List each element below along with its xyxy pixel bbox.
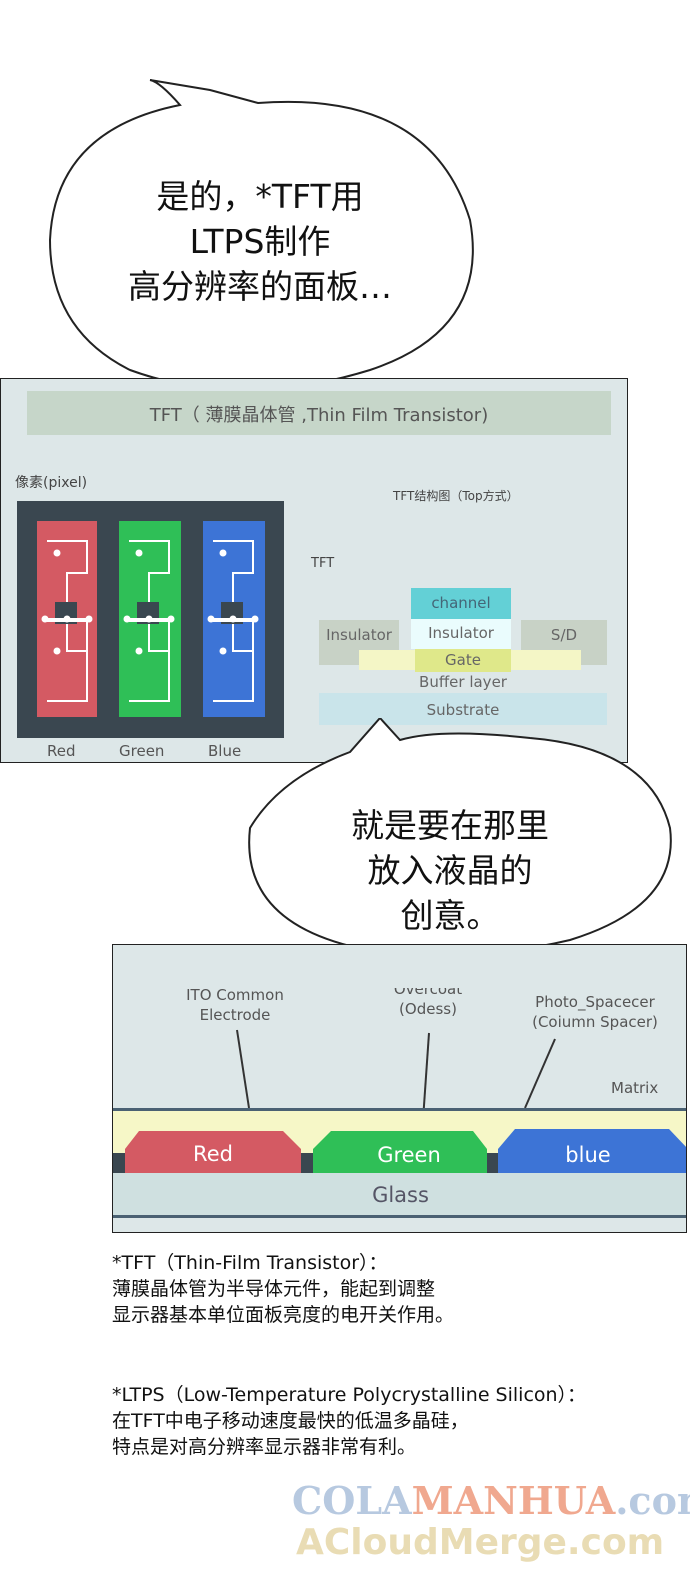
- pixel-label: 像素(pixel): [15, 475, 88, 491]
- ltps-footnote-line-2: 在TFT中电子移动速度最快的低温多晶硅，: [112, 1410, 469, 1432]
- glass-layer: [113, 1173, 686, 1215]
- sd-label: S/D: [550, 626, 578, 644]
- ito-label-line-2: Electrode: [199, 1006, 271, 1024]
- tft-title-banner: [27, 391, 611, 435]
- bubble-1-text: 是的，*TFT用 LTPS制作 高分辨率的面板…: [70, 174, 450, 309]
- channel-label-blue: Blue: [208, 742, 242, 760]
- blue-filter-label: blue: [565, 1143, 611, 1167]
- red-filter-label: Red: [193, 1142, 233, 1166]
- ltps-footnote-line-3: 特点是对高分辨率显示器非常有利。: [112, 1436, 417, 1458]
- glass-bottom-line: [113, 1215, 686, 1218]
- bubble-1-line-3: 高分辨率的面板…: [128, 267, 392, 306]
- pixel-circuits: [37, 521, 265, 717]
- overcoat-label-line-1: Overcoat: [393, 988, 463, 998]
- spacer-label-line-1: Photo_Spacecer: [535, 993, 655, 1011]
- tft-footnote-line-3: 显示器基本单位面板亮度的电开关作用。: [112, 1304, 455, 1326]
- ito-label-line-1: ITO Common: [186, 986, 284, 1004]
- matrix-label: Matrix: [611, 1079, 659, 1097]
- channel-block: [411, 588, 511, 619]
- overcoat-pointer: [422, 1032, 430, 1121]
- channel-label-green: Green: [119, 742, 165, 760]
- color-filter-panel: ITO Common Electrode Overcoat (Odess) Ph…: [112, 944, 687, 1233]
- tft-diagram-panel: TFT（ 薄膜晶体管 ,Thin Film Transistor) 像素(pix…: [0, 378, 628, 763]
- watermark-cola: COLA: [292, 1478, 412, 1523]
- overcoat-label: Overcoat (Odess): [373, 988, 483, 1028]
- color-filter-cross-section: [113, 1029, 686, 1218]
- spacer-label: Photo_Spacecer (Coiumn Spacer): [515, 992, 675, 1032]
- watermark-line-2: ACloudMerge.com: [296, 1522, 665, 1563]
- structure-title: TFT结构图（Top方式）: [393, 489, 519, 503]
- ito-label: ITO Common Electrode: [175, 985, 295, 1025]
- bubble-1-line-1: 是的，*TFT用: [156, 177, 364, 216]
- glass-label: Glass: [372, 1183, 429, 1207]
- bubble-2-text: 就是要在那里 放入液晶的 创意。: [290, 803, 610, 938]
- ito-electrode-line: [113, 1108, 686, 1111]
- tft-footnote: *TFT（Thin-Film Transistor）： 薄膜晶体管为半导体元件，…: [112, 1250, 454, 1328]
- ltps-footnote: *LTPS（Low-Temperature Polycrystalline Si…: [112, 1382, 586, 1460]
- tft-footnote-line-1: *TFT（Thin-Film Transistor）：: [112, 1252, 388, 1274]
- buffer-label: Buffer layer: [419, 673, 507, 691]
- green-filter-label: Green: [377, 1143, 441, 1167]
- channel-label: channel: [431, 594, 491, 612]
- spacer-label-line-2: (Coiumn Spacer): [532, 1013, 658, 1031]
- green-subpixel: [119, 521, 181, 717]
- insulator-mid-label: Insulator: [428, 624, 494, 642]
- insulator-left-label: Insulator: [326, 626, 392, 644]
- substrate-label: Substrate: [426, 701, 500, 719]
- ito-pointer: [236, 1029, 250, 1109]
- red-filter: [125, 1131, 301, 1173]
- bubble-1-line-2: LTPS制作: [189, 222, 331, 261]
- tft-title: TFT（ 薄膜晶体管 ,Thin Film Transistor): [149, 405, 489, 426]
- blue-filter: [498, 1129, 686, 1173]
- tft-label: TFT: [311, 556, 335, 571]
- channel-label-red: Red: [47, 742, 76, 760]
- bubble-2-line-1: 就是要在那里: [351, 806, 549, 845]
- ltps-footnote-line-1: *LTPS（Low-Temperature Polycrystalline Si…: [112, 1384, 587, 1406]
- tft-footnote-line-2: 薄膜晶体管为半导体元件，能起到调整: [112, 1278, 436, 1300]
- spacer-pointer: [524, 1038, 556, 1109]
- insulator-mid-block: [411, 619, 511, 649]
- gate-label: Gate: [445, 651, 481, 669]
- red-subpixel: [37, 521, 97, 717]
- overcoat-label-line-2: (Odess): [399, 1000, 457, 1018]
- watermark-manhua: MANHUA: [411, 1478, 616, 1523]
- watermark-com: .com: [615, 1478, 690, 1523]
- watermark-line-1: COLAMANHUA.com: [292, 1478, 690, 1523]
- speech-bubble-2: [248, 718, 672, 956]
- blue-subpixel: [203, 521, 265, 717]
- green-filter: [313, 1131, 487, 1173]
- gate-block: [415, 648, 511, 672]
- substrate-layer: [319, 693, 607, 725]
- bubble-2-line-3: 创意。: [400, 896, 500, 935]
- bubble-2-line-2: 放入液晶的: [367, 851, 533, 890]
